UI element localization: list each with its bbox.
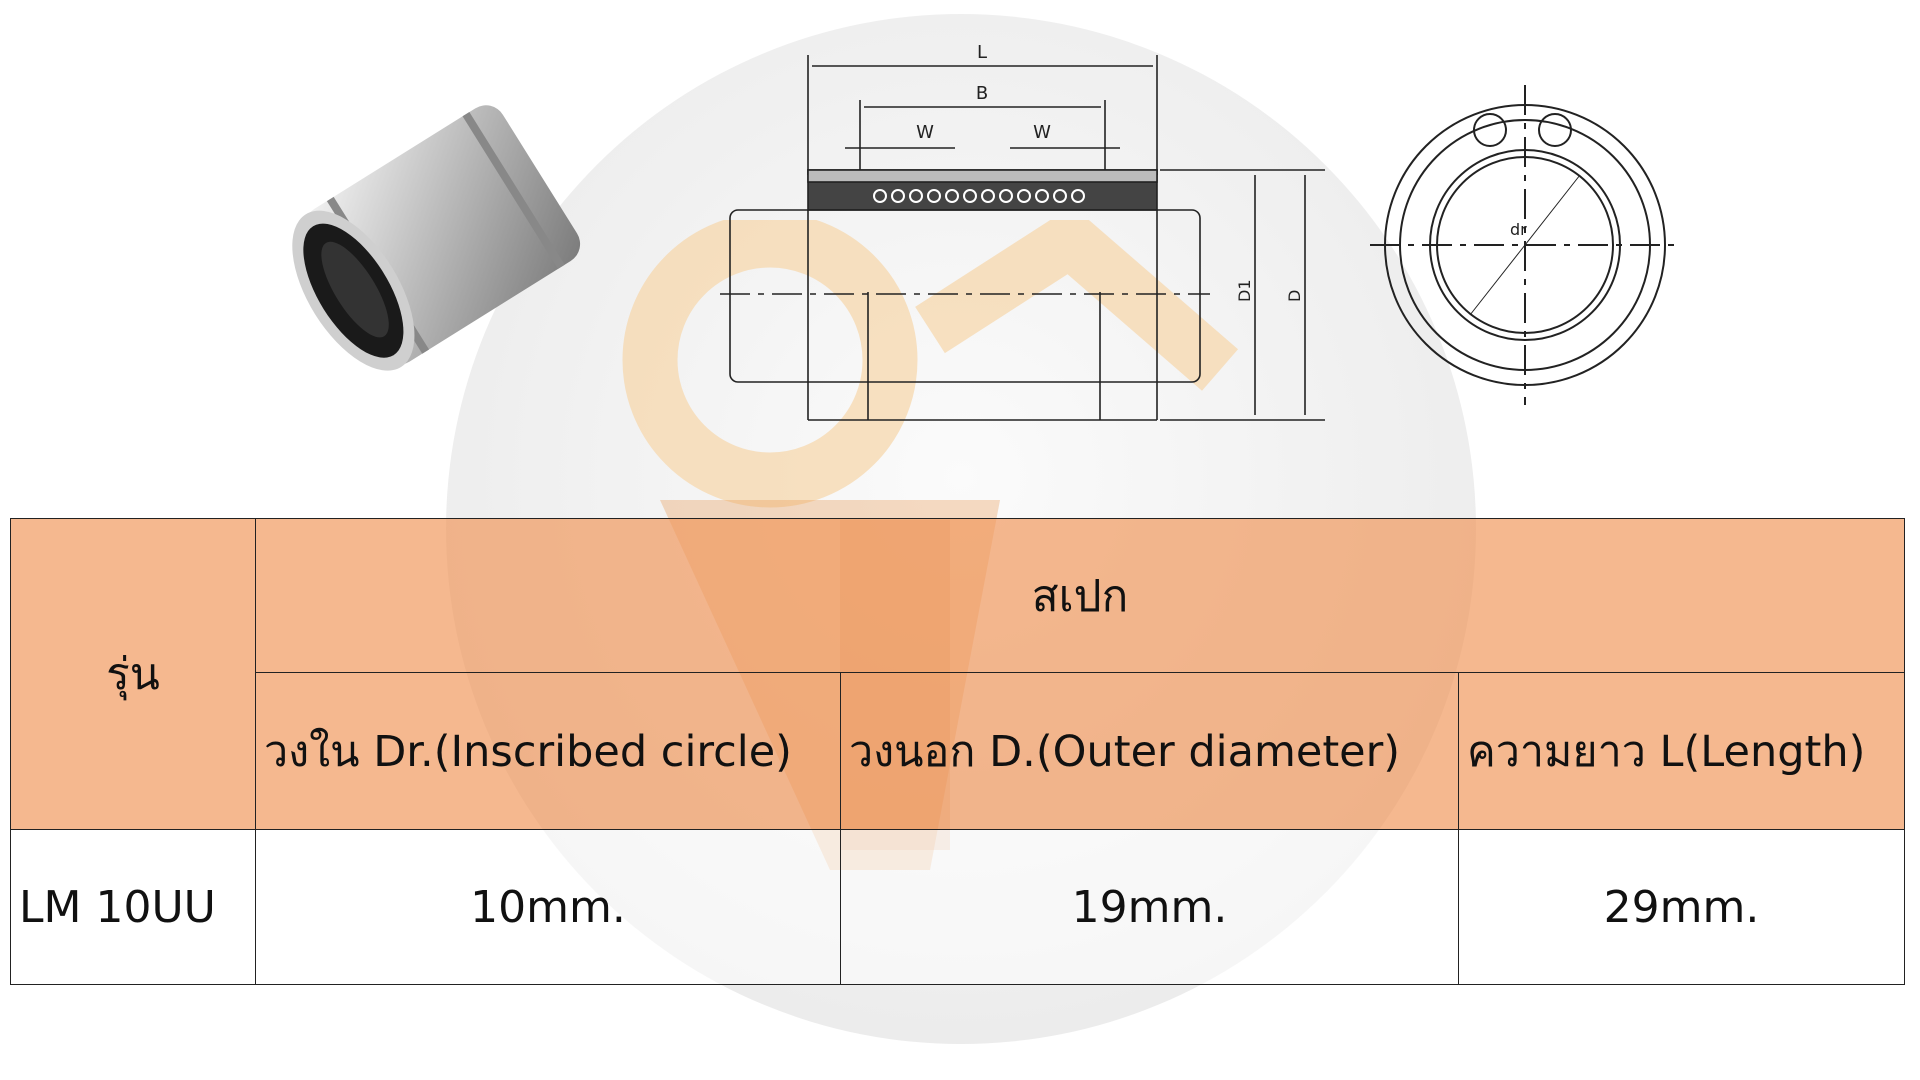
label-body: B [976, 83, 988, 104]
cell-outer: 19mm. [840, 829, 1459, 985]
label-inner: dr [1510, 220, 1527, 239]
column-header-inner: วงใน Dr.(Inscribed circle) [255, 672, 841, 830]
linear-bearing-photo [292, 105, 581, 371]
spec-table: รุ่น สเปก วงใน Dr.(Inscribed circle) วงน… [10, 518, 1906, 985]
column-header-length: ความยาว L(Length) [1457, 672, 1906, 830]
bearing-end-view-diagram: dr [1370, 85, 1680, 405]
column-header-outer: วงนอก D.(Outer diameter) [840, 672, 1459, 830]
label-d1: D1 [1235, 280, 1254, 303]
spec-header: สเปก [254, 518, 1906, 673]
label-groove-left: W [916, 122, 934, 143]
cell-inner: 10mm. [255, 829, 841, 985]
table-row: LM 10UU 10mm. 19mm. 29mm. [10, 829, 1906, 985]
bearing-section-diagram: L B W W D1 D [720, 42, 1325, 421]
label-outer: D [1285, 290, 1304, 302]
label-length: L [977, 42, 987, 63]
label-groove-right: W [1033, 122, 1051, 143]
cell-length: 29mm. [1457, 829, 1906, 985]
model-header: รุ่น [10, 518, 256, 830]
cell-model: LM 10UU [10, 829, 256, 985]
